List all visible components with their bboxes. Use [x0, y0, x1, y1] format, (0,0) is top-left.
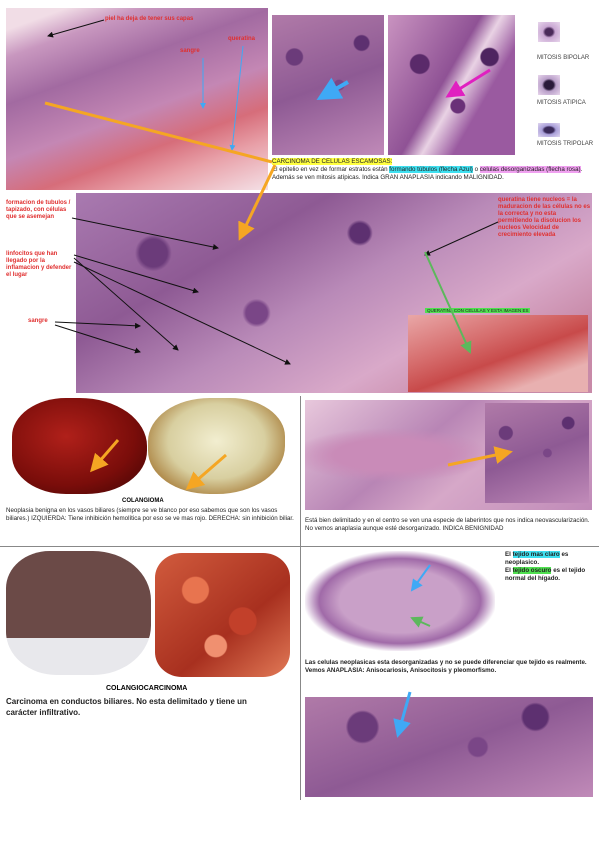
colangioma-title: COLANGIOMA: [122, 498, 164, 504]
arrow-orange-1: [44, 101, 273, 164]
arrow-orange-colangioma-left: [90, 439, 120, 473]
caption-part1: El epitelio en vez de formar estratos es…: [272, 166, 388, 173]
arrow-pink-micro: [445, 68, 491, 98]
mitosis-tripolar-label: MITOSIS TRIPOLAR: [537, 141, 594, 147]
colangiocarcinoma-right-text: Las celulas neoplasicas esta desorganiza…: [305, 659, 587, 674]
legend-2-hl: tejido oscuro: [512, 567, 552, 574]
keratin-inset-image: [408, 315, 588, 392]
colangioma-left-photo: [12, 398, 147, 494]
divider-mid: [300, 396, 301, 800]
caption-hl-tubulos: formando túbulos (flecha Azul): [389, 166, 473, 173]
liver-legend: El tejido mas claro es neoplasico. El te…: [505, 551, 595, 583]
arrow-blue-liver: [410, 564, 431, 592]
arrow-blue-micro: [316, 77, 349, 100]
label-sangre-1: sangre: [180, 48, 200, 54]
label-tubulos: formacion de tubulos / tapizado, con cél…: [6, 200, 71, 220]
arrow-linf-2: [73, 257, 179, 351]
divider-4: [0, 546, 599, 547]
arrow-tubulos: [71, 217, 219, 250]
colangioma-right-photo: [148, 398, 285, 494]
green-label: QUERATINA CON CELULAS Y ESTA IMAGEN ES: [425, 308, 531, 313]
arrow-sangre-2b: [54, 324, 141, 354]
arrow-orange-colangioma-right: [185, 453, 227, 490]
caption-squamous: CARCINOMA DE CELULAS ESCAMOSAS: El epite…: [272, 158, 590, 182]
colangiocarcinoma-micro-image: [305, 697, 593, 797]
caption-title: CARCINOMA DE CELULAS ESCAMOSAS:: [272, 158, 393, 165]
arrow-orange-2: [238, 164, 277, 241]
colangioma-right-text: Está bien delimitado y en el centro se v…: [305, 517, 590, 532]
mitosis-atipica-image: [538, 75, 560, 95]
arrow-piel: [47, 19, 105, 38]
legend-2b: es el tejido normal del hígado.: [505, 567, 586, 582]
caption-part2: o: [474, 166, 479, 173]
label-queratina-1: queratina: [228, 36, 256, 42]
colangiocarcinoma-left-photo: [6, 551, 151, 675]
arrow-queratina-1: [229, 45, 244, 151]
label-sangre-2: sangre: [28, 318, 48, 324]
mitosis-tripolar-image: [538, 123, 560, 137]
legend-1a: El: [505, 551, 511, 558]
caption-hl-desorganizadas: celulas desorganizadas (flecha rosa): [479, 166, 581, 173]
caption-part3: . Además se ven mitosis atípicas. Indica…: [272, 166, 583, 181]
mitosis-atipica-label: MITOSIS ATIPICA: [537, 100, 586, 106]
colangioma-text: Neoplasia benigna en los vasos biliares …: [6, 507, 294, 522]
mitosis-bipolar-image: [538, 22, 560, 42]
arrow-green-keratin: [424, 251, 472, 354]
arrow-blue-micro-2: [393, 691, 412, 738]
arrow-linf-3: [73, 261, 291, 365]
liver-section-image: [305, 551, 495, 651]
label-queratina-2: queratina tiene nucleos = la maduracion …: [498, 197, 591, 238]
arrow-linf-1: [73, 254, 199, 294]
colangiocarcinoma-title: COLANGIOCARCINOMA: [106, 685, 188, 692]
squamous-carcinoma-image: [6, 8, 268, 190]
colangiocarcinoma-text: Carcinoma en conductos biliares. No esta…: [6, 697, 247, 717]
arrow-queratina-2: [424, 221, 499, 256]
legend-2a: El: [505, 567, 511, 574]
colangiocarcinoma-right-photo: [155, 553, 290, 677]
label-linfocitos: linfocitos que han llegado por la inflam…: [6, 251, 72, 278]
mitosis-bipolar-label: MITOSIS BIPOLAR: [537, 55, 590, 61]
arrow-orange-micro: [447, 446, 513, 467]
legend-1-hl: tejido mas claro: [512, 551, 560, 558]
arrow-green-liver: [410, 616, 431, 628]
legend-1b: es neoplasico.: [505, 551, 569, 566]
label-piel: piel ha deja de tener sus capas: [105, 16, 194, 22]
arrow-sangre-2a: [54, 321, 141, 329]
